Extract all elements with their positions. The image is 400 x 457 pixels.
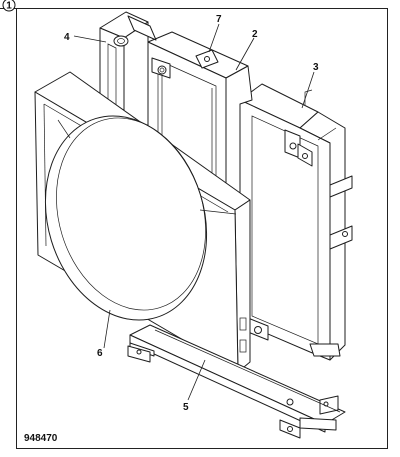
leader-lines	[73, 23, 315, 401]
callout-6: 6	[97, 348, 103, 359]
callout-7: 7	[216, 14, 222, 25]
mounting-plate	[127, 324, 346, 439]
sheet-number: 1	[6, 1, 12, 12]
callout-4: 4	[64, 32, 70, 43]
oil-cooler	[239, 83, 353, 361]
sheet-border	[16, 8, 388, 449]
callout-labels: 4 7 2 3 6 5	[64, 14, 319, 413]
callout-5: 5	[183, 402, 189, 413]
callout-2: 2	[252, 29, 258, 40]
callout-3: 3	[313, 62, 319, 73]
drawing-number: 948470	[24, 433, 58, 444]
sheet-number-badge: 1	[2, 0, 16, 12]
fan-shroud	[34, 71, 251, 373]
